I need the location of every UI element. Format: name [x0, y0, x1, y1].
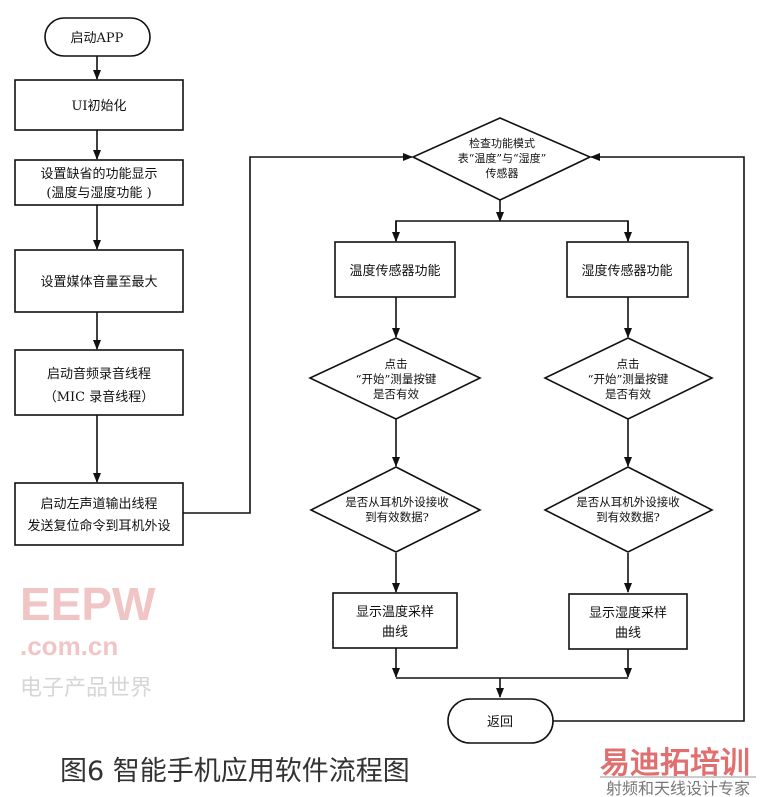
- svg-text:发送复位命令到耳机外设: 发送复位命令到耳机外设: [27, 518, 170, 534]
- temp-function-box: 温度传感器功能: [334, 241, 456, 298]
- svg-text:射频和天线设计专家: 射频和天线设计专家: [606, 779, 750, 797]
- svg-text:点击: 点击: [385, 357, 408, 371]
- svg-text:启动音频录音线程: 启动音频录音线程: [47, 366, 151, 382]
- svg-text:是否从耳机外设接收: 是否从耳机外设接收: [345, 495, 449, 509]
- humid-receive-decision: 是否从耳机外设接收 到有效数据?: [543, 466, 714, 553]
- svg-text:检查功能模式: 检查功能模式: [469, 136, 535, 150]
- svg-text:(温度与湿度功能 ): (温度与湿度功能 ): [46, 185, 151, 201]
- audio-record-box: 启动音频录音线程 （MIC 录音线程）: [14, 349, 184, 416]
- svg-text:到有效数据?: 到有效数据?: [365, 510, 429, 524]
- svg-text:（MIC 录音线程）: （MIC 录音线程）: [44, 389, 155, 405]
- svg-text:易迪拓培训: 易迪拓培训: [600, 746, 750, 781]
- humid-curve-box: 显示湿度采样 曲线: [568, 593, 688, 650]
- left-channel-box: 启动左声道输出线程 发送复位命令到耳机外设: [14, 482, 184, 546]
- check-mode-decision: 检查功能模式 表“温度”与“湿度” 传感器: [411, 117, 592, 201]
- svg-text:是否有效: 是否有效: [605, 387, 651, 401]
- humid-function-box: 湿度传感器功能: [566, 241, 689, 298]
- return-terminal: 返回: [447, 698, 554, 744]
- connectors: [93, 56, 745, 722]
- default-display-box: 设置缺省的功能显示 (温度与湿度功能 ): [14, 159, 184, 206]
- svg-text:表“温度”与“湿度”: 表“温度”与“湿度”: [458, 151, 547, 165]
- svg-text:“开始”测量按键: “开始”测量按键: [588, 372, 669, 386]
- svg-text:显示温度采样: 显示温度采样: [356, 604, 434, 620]
- temp-click-decision: 点击 “开始”测量按键 是否有效: [308, 337, 482, 420]
- svg-text:启动左声道输出线程: 启动左声道输出线程: [40, 496, 157, 512]
- svg-text:曲线: 曲线: [382, 625, 408, 640]
- figure-caption: 图6 智能手机应用软件流程图: [60, 756, 410, 787]
- start-terminal: 启动APP: [44, 17, 151, 57]
- temp-receive-decision: 是否从耳机外设接收 到有效数据?: [309, 466, 482, 553]
- media-volume-box: 设置媒体音量至最大: [14, 249, 184, 313]
- svg-text:设置缺省的功能显示: 设置缺省的功能显示: [40, 166, 157, 182]
- svg-text:传感器: 传感器: [486, 167, 519, 180]
- svg-text:是否有效: 是否有效: [373, 387, 419, 401]
- svg-text:湿度传感器功能: 湿度传感器功能: [581, 263, 672, 279]
- svg-text:返回: 返回: [487, 715, 513, 730]
- svg-text:设置媒体音量至最大: 设置媒体音量至最大: [40, 274, 157, 290]
- svg-text:UI初始化: UI初始化: [71, 99, 126, 114]
- svg-text:是否从耳机外设接收: 是否从耳机外设接收: [576, 495, 680, 509]
- svg-text:到有效数据?: 到有效数据?: [596, 510, 660, 524]
- humid-click-decision: 点击 “开始”测量按键 是否有效: [543, 337, 714, 420]
- svg-text:电子产品世界: 电子产品世界: [20, 676, 152, 701]
- svg-text:.com.cn: .com.cn: [20, 631, 118, 661]
- eepw-watermark: EEPW .com.cn 电子产品世界: [20, 578, 156, 701]
- svg-text:点击: 点击: [617, 357, 640, 371]
- temp-curve-box: 显示温度采样 曲线: [332, 592, 458, 649]
- ui-init-box: UI初始化: [14, 79, 184, 131]
- svg-text:“开始”测量按键: “开始”测量按键: [356, 372, 437, 386]
- svg-text:启动APP: 启动APP: [71, 31, 124, 46]
- svg-text:温度传感器功能: 温度传感器功能: [349, 263, 440, 279]
- svg-text:曲线: 曲线: [615, 626, 641, 641]
- edatop-watermark: 易迪拓培训 射频和天线设计专家: [600, 746, 756, 797]
- svg-text:显示湿度采样: 显示湿度采样: [589, 605, 667, 621]
- svg-text:EEPW: EEPW: [20, 578, 156, 630]
